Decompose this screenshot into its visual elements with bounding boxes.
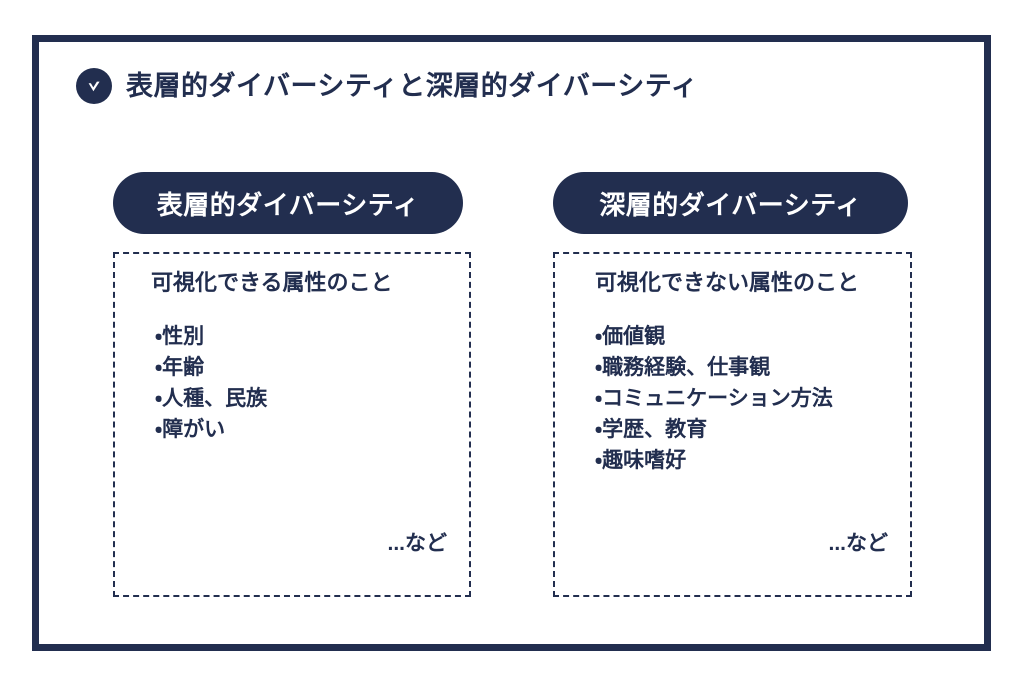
etc-label-left: ...など xyxy=(387,532,447,555)
list-item: 性別 xyxy=(155,322,455,353)
slide-title-row: 表層的ダイバーシティと深層的ダイバーシティ xyxy=(76,68,698,104)
column-surface-level-diversity: 表層的ダイバーシティ 可視化できる属性のこと 性別 年齢 人種、民族 障がい .… xyxy=(113,172,471,597)
content-box-right: 可視化できない属性のこと 価値観 職務経験、仕事観 コミュニケーション方法 学歴… xyxy=(553,252,912,597)
list-item: コミュニケーション方法 xyxy=(595,384,896,415)
box-heading-right: 可視化できない属性のこと xyxy=(595,270,860,295)
list-item: 障がい xyxy=(155,415,455,446)
column-pill-right: 深層的ダイバーシティ xyxy=(553,172,908,234)
check-circle-icon xyxy=(76,68,112,104)
box-heading-left: 可視化できる属性のこと xyxy=(151,270,393,295)
list-item: 職務経験、仕事観 xyxy=(595,353,896,384)
list-item: 年齢 xyxy=(155,353,455,384)
page-title: 表層的ダイバーシティと深層的ダイバーシティ xyxy=(126,70,699,101)
list-item: 学歴、教育 xyxy=(595,415,896,446)
column-pill-left: 表層的ダイバーシティ xyxy=(113,172,463,234)
column-deep-level-diversity: 深層的ダイバーシティ 可視化できない属性のこと 価値観 職務経験、仕事観 コミュ… xyxy=(553,172,912,597)
bullet-list-left: 性別 年齢 人種、民族 障がい xyxy=(141,322,455,445)
etc-label-right: ...など xyxy=(828,532,888,555)
list-item: 価値観 xyxy=(595,322,896,353)
content-box-left: 可視化できる属性のこと 性別 年齢 人種、民族 障がい ...など xyxy=(113,252,471,597)
list-item: 人種、民族 xyxy=(155,384,455,415)
list-item: 趣味嗜好 xyxy=(595,446,896,477)
bullet-list-right: 価値観 職務経験、仕事観 コミュニケーション方法 学歴、教育 趣味嗜好 xyxy=(581,322,896,476)
